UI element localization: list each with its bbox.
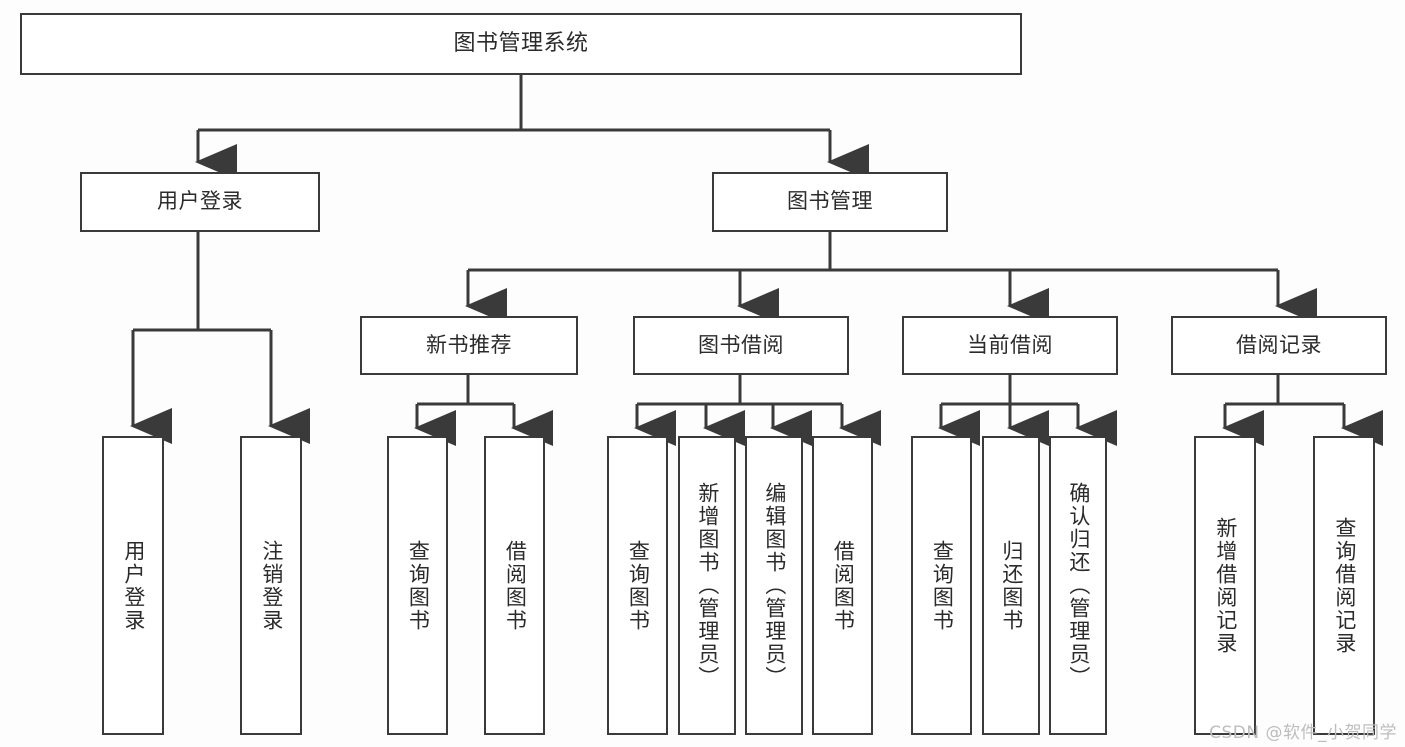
node-user-login[interactable]: 用户登录 (80, 172, 320, 232)
leaf-borrow-book-2[interactable]: 借阅图书 (812, 436, 873, 735)
leaf-query-book-1-label: 查询图书 (406, 539, 431, 632)
leaf-query-book-3-label: 查询图书 (930, 539, 955, 632)
node-book-borrow-label: 图书借阅 (698, 332, 784, 357)
leaf-add-book-label: 新增图书（管理员） (695, 482, 720, 689)
leaf-logout[interactable]: 注销登录 (240, 436, 302, 735)
leaf-edit-book-label: 编辑图书（管理员） (762, 482, 787, 689)
node-root-label: 图书管理系统 (453, 30, 589, 56)
node-new-book-recommend-label: 新书推荐 (426, 332, 512, 357)
node-book-manage[interactable]: 图书管理 (712, 172, 948, 232)
leaf-confirm-return-label: 确认归还（管理员） (1066, 482, 1091, 689)
leaf-query-record[interactable]: 查询借阅记录 (1313, 436, 1375, 735)
leaf-logout-label: 注销登录 (259, 539, 284, 632)
leaf-user-login[interactable]: 用户登录 (102, 436, 164, 735)
leaf-user-login-label: 用户登录 (121, 539, 146, 632)
leaf-query-book-2[interactable]: 查询图书 (607, 436, 668, 735)
leaf-query-book-1[interactable]: 查询图书 (387, 436, 448, 735)
leaf-borrow-book-1-label: 借阅图书 (503, 539, 528, 632)
node-current-borrow[interactable]: 当前借阅 (902, 316, 1118, 375)
node-book-manage-label: 图书管理 (787, 189, 873, 214)
leaf-query-record-label: 查询借阅记录 (1332, 516, 1357, 655)
watermark: CSDN @软件_小贺同学 (1209, 723, 1397, 743)
node-borrow-record-label: 借阅记录 (1236, 332, 1322, 357)
leaf-borrow-book-1[interactable]: 借阅图书 (484, 436, 545, 735)
leaf-return-book-label: 归还图书 (999, 539, 1024, 632)
leaf-confirm-return[interactable]: 确认归还（管理员） (1049, 436, 1107, 735)
leaf-add-record-label: 新增借阅记录 (1213, 516, 1238, 655)
leaf-add-book[interactable]: 新增图书（管理员） (678, 436, 736, 735)
node-borrow-record[interactable]: 借阅记录 (1171, 316, 1387, 375)
leaf-add-record[interactable]: 新增借阅记录 (1194, 436, 1256, 735)
node-current-borrow-label: 当前借阅 (967, 332, 1053, 357)
node-book-borrow[interactable]: 图书借阅 (633, 316, 849, 375)
node-root[interactable]: 图书管理系统 (20, 13, 1022, 75)
leaf-query-book-2-label: 查询图书 (626, 539, 651, 632)
leaf-borrow-book-2-label: 借阅图书 (831, 539, 856, 632)
leaf-edit-book[interactable]: 编辑图书（管理员） (745, 436, 803, 735)
leaf-query-book-3[interactable]: 查询图书 (911, 436, 972, 735)
node-new-book-recommend[interactable]: 新书推荐 (360, 316, 578, 375)
node-user-login-label: 用户登录 (157, 189, 243, 214)
leaf-return-book[interactable]: 归还图书 (982, 436, 1040, 735)
